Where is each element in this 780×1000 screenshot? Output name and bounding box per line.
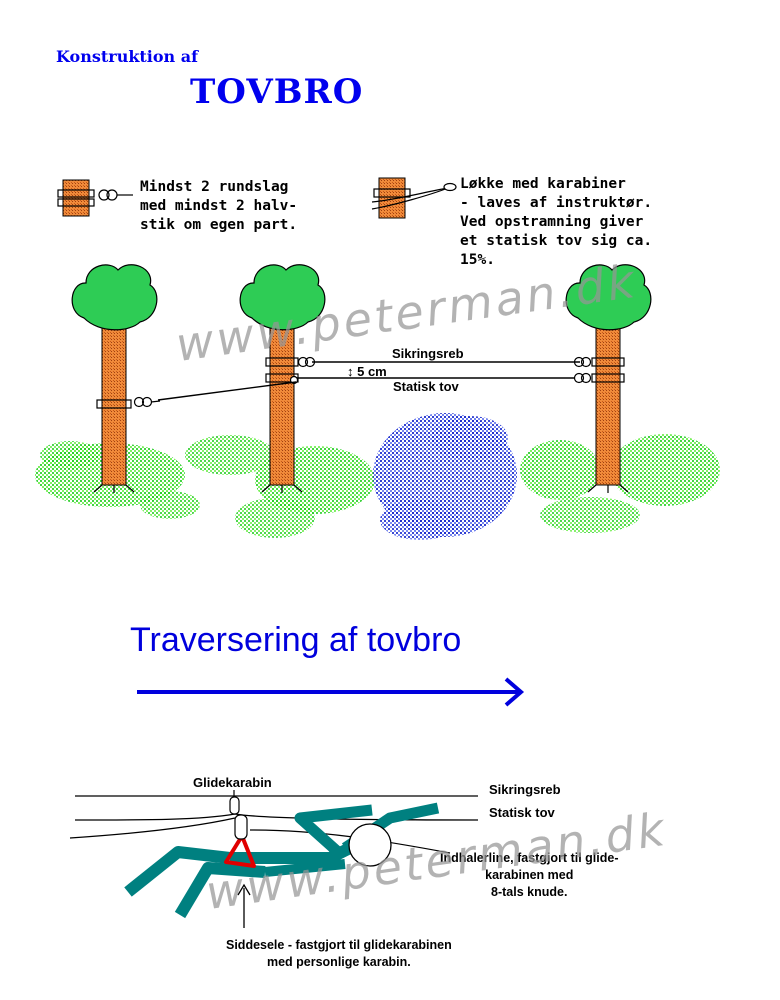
rope-statisk-bottom	[74, 813, 479, 821]
legend-knot-icon	[57, 179, 133, 217]
loop-instruction-note: Løkke med karabiner - laves af instruktø…	[460, 176, 653, 268]
section-title-traversering: Traversering af tovbro	[130, 621, 462, 659]
tree-middle	[239, 264, 326, 493]
page-title: TOVBRO	[190, 72, 364, 112]
legend-loop-carabiner-icon	[371, 177, 457, 219]
kicker-text: Konstruktion af	[56, 47, 198, 66]
glidekarabin	[229, 790, 248, 840]
tree-right	[565, 264, 652, 493]
rope-statisk-top	[96, 372, 625, 409]
direction-arrow	[137, 677, 525, 707]
siddesele-label: Siddesele - fastgjort til glidekarabinen…	[226, 938, 452, 969]
statisk-tov-label-bottom: Statisk tov	[489, 805, 555, 820]
sikringsreb-label-bottom: Sikringsreb	[489, 782, 561, 797]
knot-instruction-note: Mindst 2 rundslag med mindst 2 halv- sti…	[140, 179, 298, 233]
glidekarabin-label: Glidekarabin	[193, 775, 272, 790]
siddesele-harness	[224, 834, 256, 868]
water-area	[373, 413, 517, 540]
statisk-tov-label-top: Statisk tov	[393, 379, 459, 394]
indhalerline-rope	[69, 817, 451, 854]
sikringsreb-label-top: Sikringsreb	[392, 346, 464, 361]
tree-left	[71, 264, 158, 493]
harness-pointer-arrow	[237, 883, 251, 928]
person-figure	[124, 802, 440, 919]
rope-sikringsreb-top	[265, 356, 625, 368]
indhalerline-label: Indhalerline, fastgjort til glide- karab…	[440, 851, 619, 899]
gap-label: ↕ 5 cm	[347, 364, 387, 379]
